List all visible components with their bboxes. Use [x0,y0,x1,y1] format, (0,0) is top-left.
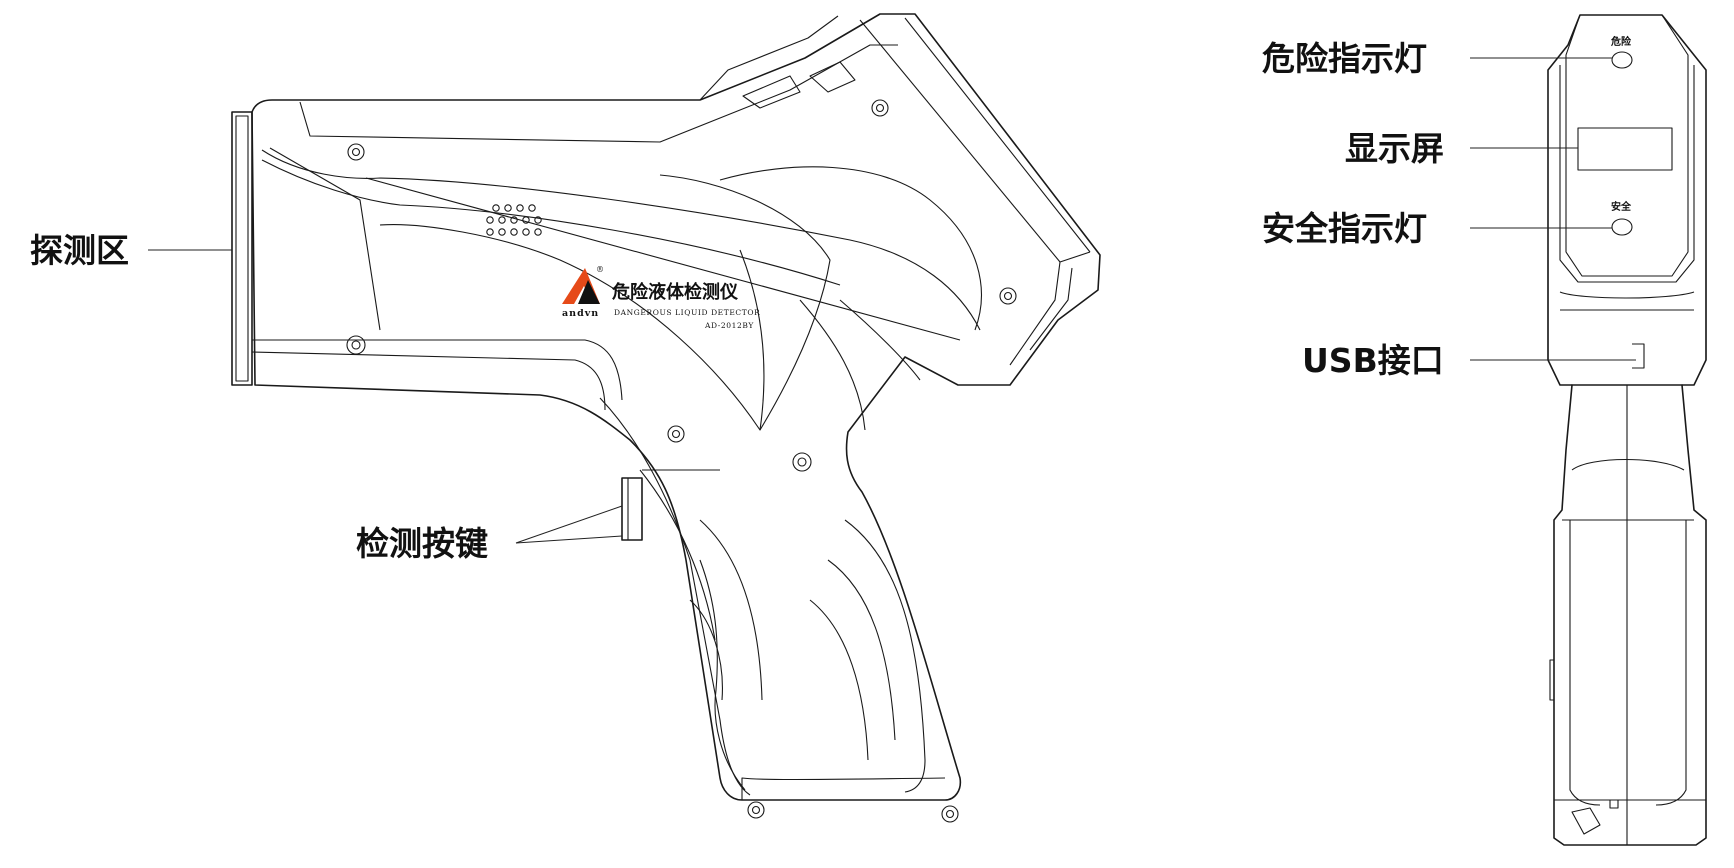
screws [346,99,1017,823]
brand-mark-text: andvn [562,308,599,319]
callout-detect-button: 检测按键 [356,505,623,563]
product-name-cn: 危险液体检测仪 [611,281,739,303]
model-number: AD-2012BY [704,321,754,330]
detection-area-plate [231,111,253,386]
label-usb-port: USB接口 [1302,341,1444,380]
callout-danger-light: 危险指示灯 [1262,39,1612,78]
device-body-outline [251,13,1101,801]
panel-text-safe: 安全 [1611,200,1632,213]
callout-display: 显示屏 [1345,129,1578,168]
rear-handle-outline [1553,384,1707,846]
speaker-grille [486,204,542,236]
label-danger-light: 危险指示灯 [1262,39,1427,78]
label-detect-button: 检测按键 [356,524,488,563]
panel-text-danger: 危险 [1611,35,1632,48]
detect-button-trigger [621,469,720,541]
label-safe-light: 安全指示灯 [1262,209,1427,248]
rear-head-outline [1547,14,1707,386]
display-screen [1577,127,1673,171]
danger-light-icon [1611,51,1633,69]
label-display: 显示屏 [1345,129,1444,168]
usb-port-icon [1632,343,1645,369]
rear-view-device: 危险 安全 危险指示灯 显示屏 安全指示灯 US [1262,14,1707,846]
registered-mark: ® [596,265,604,274]
callout-detection-area: 探测区 [30,231,232,270]
brand-logo: ® andvn 危险液体检测仪 DANGEROUS LIQUID DETECTO… [562,265,760,330]
side-view-device: ® andvn 危险液体检测仪 DANGEROUS LIQUID DETECTO… [30,13,1101,823]
callout-usb-port: USB接口 [1302,341,1636,380]
label-detection-area: 探测区 [30,231,129,270]
safe-light-icon [1611,218,1633,236]
callout-safe-light: 安全指示灯 [1262,209,1612,248]
rear-panel: 危险 安全 [1577,35,1673,369]
product-name-en: DANGEROUS LIQUID DETECTOR [614,308,760,317]
